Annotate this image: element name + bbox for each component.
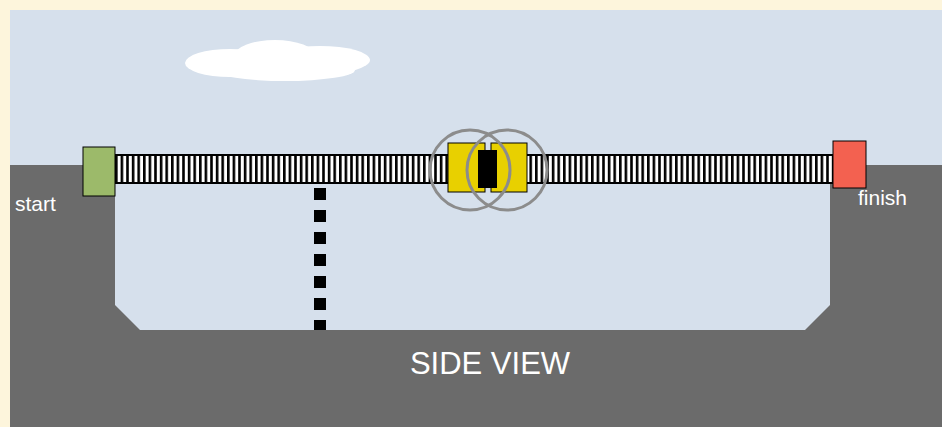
ground (10, 165, 942, 427)
sky (10, 10, 942, 427)
finish-label: finish (858, 186, 907, 210)
view-caption: SIDE VIEW (410, 346, 570, 382)
start-block (83, 147, 115, 196)
dashed-line (320, 188, 321, 330)
start-label: start (15, 192, 56, 216)
cart (430, 130, 547, 210)
finish-block (833, 141, 866, 188)
cloud (185, 40, 370, 81)
